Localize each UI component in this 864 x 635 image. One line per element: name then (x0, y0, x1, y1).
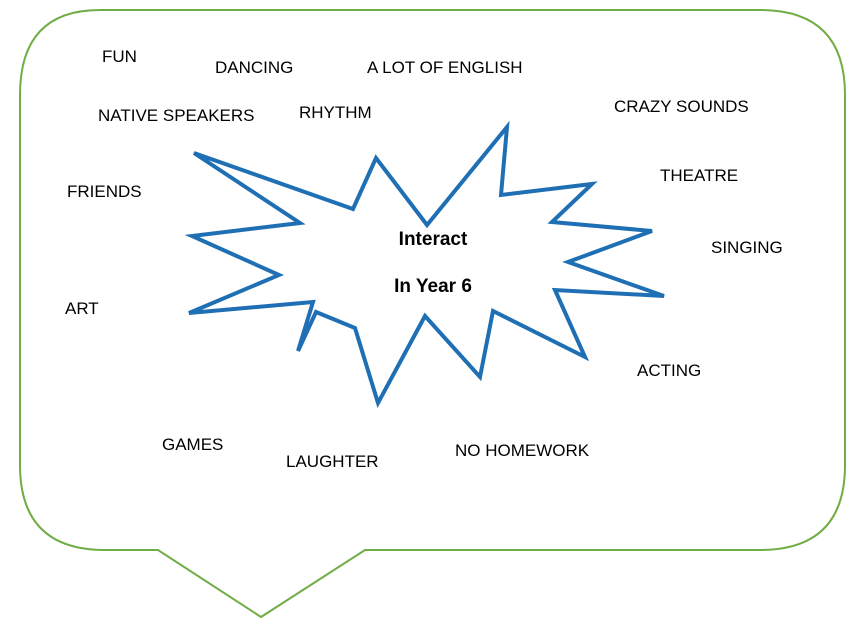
word-no-homework: NO HOMEWORK (455, 441, 590, 460)
word-crazy-sounds: CRAZY SOUNDS (614, 97, 749, 116)
starburst-shape (184, 120, 665, 409)
word-games: GAMES (162, 435, 224, 454)
word-dancing: DANCING (215, 58, 294, 77)
word-rhythm: RHYTHM (299, 103, 372, 122)
center-title-line-2: In Year 6 (394, 276, 472, 297)
word-singing: SINGING (711, 238, 783, 257)
word-acting: ACTING (637, 361, 702, 380)
word-friends: FRIENDS (67, 182, 142, 201)
speech-bubble-outline (19, 9, 846, 619)
word-fun: FUN (102, 47, 137, 66)
word-native-speakers: NATIVE SPEAKERS (98, 106, 255, 125)
word-art: ART (65, 299, 99, 318)
center-title-line-1: Interact (398, 229, 468, 250)
word-laughter: LAUGHTER (286, 452, 379, 471)
word-theatre: THEATRE (660, 166, 739, 185)
word-a-lot-of-english: A LOT OF ENGLISH (367, 58, 523, 77)
